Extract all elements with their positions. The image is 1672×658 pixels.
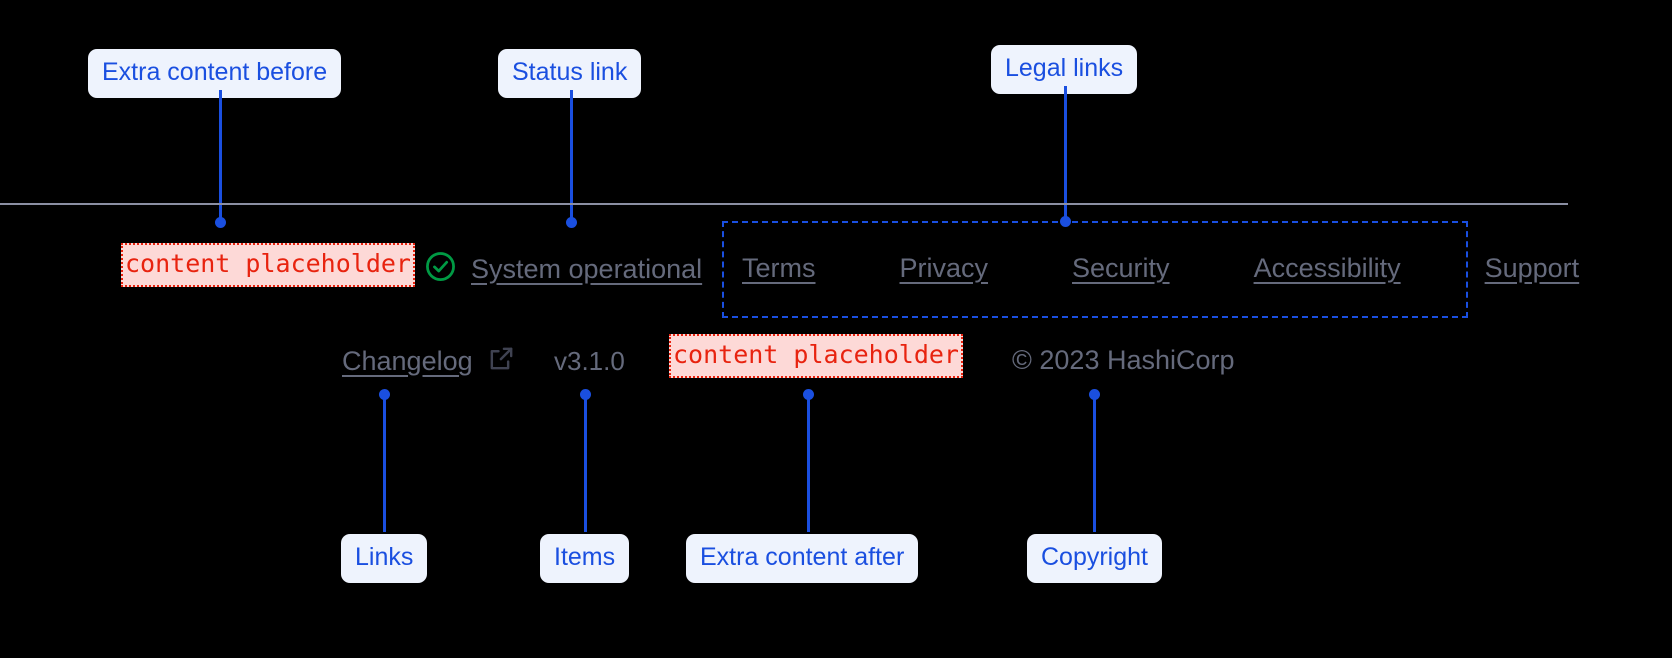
callout-legal-links: Legal links <box>991 45 1138 94</box>
extra-content-before-placeholder: content placeholder <box>121 243 415 287</box>
external-link-icon <box>487 344 516 378</box>
callout-links: Links <box>341 534 428 583</box>
leader-line-status <box>570 90 573 221</box>
leader-line-legal <box>1064 86 1067 221</box>
legal-link-security[interactable]: Security <box>1072 253 1170 283</box>
legal-links-list: Terms Privacy Security Accessibility Sup… <box>742 253 1579 284</box>
legal-link-terms[interactable]: Terms <box>742 253 816 283</box>
callout-copyright: Copyright <box>1027 534 1162 583</box>
circle-check-icon <box>424 250 457 288</box>
callout-items: Items <box>540 534 630 583</box>
leader-dot-extra-before <box>215 217 226 228</box>
callout-extra-content-after: Extra content after <box>686 534 919 583</box>
changelog-label: Changelog <box>342 345 473 376</box>
status-link[interactable]: System operational <box>424 250 702 288</box>
copyright-label: © 2023 HashiCorp <box>1012 345 1235 375</box>
leader-line-items <box>584 394 587 532</box>
legal-link-accessibility[interactable]: Accessibility <box>1253 253 1401 283</box>
legal-link-privacy[interactable]: Privacy <box>899 253 989 283</box>
extra-content-after-placeholder: content placeholder <box>669 334 963 378</box>
footer-divider <box>0 203 1568 205</box>
legal-links-highlight-box <box>722 221 1468 318</box>
leader-line-extra-before <box>219 90 222 221</box>
leader-line-copyright <box>1093 394 1096 532</box>
callout-status-link: Status link <box>498 49 642 98</box>
status-link-label: System operational <box>471 253 703 284</box>
legal-link-support[interactable]: Support <box>1484 253 1580 283</box>
callout-extra-content-before: Extra content before <box>88 49 342 98</box>
changelog-link[interactable]: Changelog <box>342 344 516 378</box>
leader-line-extra-after <box>807 394 810 532</box>
version-label: v3.1.0 <box>554 346 625 376</box>
leader-dot-status <box>566 217 577 228</box>
leader-line-links <box>383 394 386 532</box>
